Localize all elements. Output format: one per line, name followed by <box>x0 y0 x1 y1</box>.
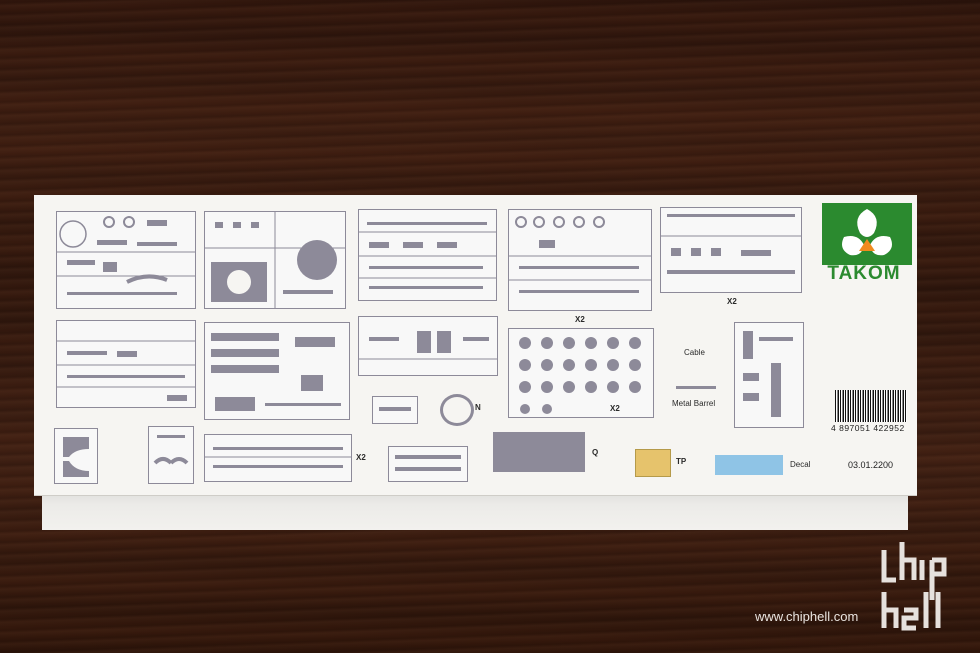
sprue-parts-drawing <box>57 216 195 295</box>
sprue-parts-drawing <box>359 222 496 289</box>
label-decal: Decal <box>790 460 811 469</box>
label-tp: TP <box>676 457 687 466</box>
label-n: N <box>475 403 481 412</box>
photo-etch-sheet <box>635 449 671 477</box>
label-x2-m: X2 <box>356 453 366 462</box>
label-x2-d: X2 <box>575 315 585 324</box>
sprue-g <box>204 322 350 420</box>
metal-barrel-part <box>676 386 716 389</box>
sprue-parts-drawing <box>509 216 651 293</box>
chiphell-watermark-logo-icon <box>881 542 947 631</box>
sprue-f <box>56 320 196 408</box>
label-cable: Cable <box>684 348 705 357</box>
sprue-parts-drawing <box>395 455 461 471</box>
sprue-i <box>508 328 654 418</box>
sprue-parts-drawing <box>57 340 195 401</box>
sprue-a <box>56 211 196 309</box>
hull-part-q <box>493 432 585 472</box>
decal-sheet <box>715 455 783 475</box>
brand-name: TAKOM <box>827 263 901 284</box>
sprue-l <box>148 426 194 484</box>
sprue-o <box>388 446 468 482</box>
sprue-m <box>204 434 352 482</box>
sprue-parts-drawing <box>519 337 641 414</box>
sprue-parts-drawing <box>661 214 801 274</box>
barcode <box>835 390 907 422</box>
label-metal-barrel: Metal Barrel <box>672 399 716 408</box>
sprue-k <box>54 428 98 484</box>
turret-ring-part <box>440 394 474 426</box>
takom-logo-icon <box>822 203 912 265</box>
sprue-parts-drawing <box>211 333 341 411</box>
label-x2-e: X2 <box>727 297 737 306</box>
sprue-e <box>660 207 802 293</box>
sprue-parts-drawing <box>153 435 189 465</box>
sprue-d <box>508 209 652 311</box>
sprue-parts-drawing <box>743 331 793 417</box>
sprue-parts-drawing <box>63 437 89 477</box>
sprue-b <box>204 211 346 309</box>
sprue-parts-drawing <box>359 331 497 360</box>
watermark-url: www.chiphell.com <box>755 609 859 624</box>
sprue-parts-drawing <box>379 407 411 411</box>
sprue-j <box>734 322 804 428</box>
sprue-parts-drawing <box>205 447 351 468</box>
sprue-h <box>358 316 498 376</box>
label-q: Q <box>592 448 599 457</box>
label-x2-i: X2 <box>610 404 620 413</box>
barcode-number: 4 897051 422952 <box>831 423 905 433</box>
sprue-parts-drawing <box>205 212 345 308</box>
sprue-c <box>358 209 497 301</box>
product-code: 03.01.2200 <box>848 460 894 470</box>
sprue-n-small <box>372 396 418 424</box>
